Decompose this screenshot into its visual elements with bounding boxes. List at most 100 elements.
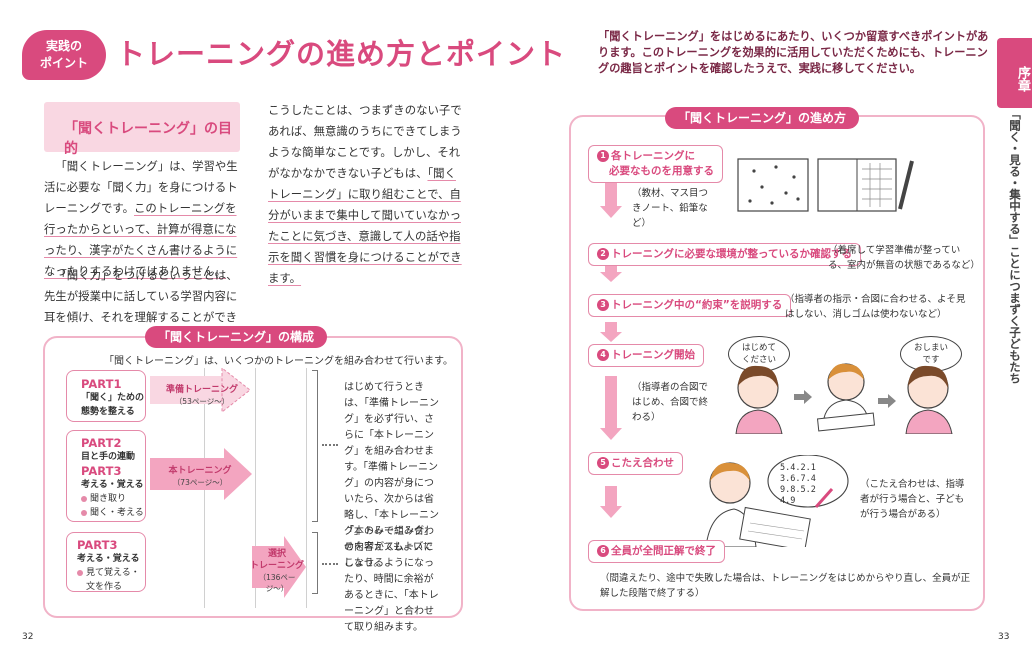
part2-desc: 目と手の連動	[81, 452, 136, 462]
chapter-title-vertical: 「聞く・見る・集中する」ことにつまずく子どもたち	[1008, 108, 1022, 384]
structure-note-2: 「本トレーニング」の内容がスムーズにこなせるようになったり、時間に余裕があるとき…	[344, 526, 439, 633]
step2-text: トレーニングに必要な環境が整っているか確認する	[611, 248, 852, 260]
dotted-connector-1	[322, 444, 338, 446]
step4-number: 4	[597, 349, 609, 361]
part3a-bullet2: 聞く・考える	[90, 508, 144, 518]
badge-line1: 実践の	[45, 39, 82, 53]
flow-heading: 「聞くトレーニング」の進め方	[665, 107, 859, 129]
speech-bubble-start: はじめて ください	[728, 336, 790, 372]
step2-note: （着席して学習準備が整っている、室内が無音の状態であるなど）	[828, 245, 980, 271]
answer-numbers: 5.4.2.1 3.6.7.4 9.8.5.2 4.9	[780, 463, 816, 507]
part3a-title: PART3	[81, 464, 122, 478]
step2-number: 2	[597, 248, 609, 260]
page-number-right: 33	[998, 632, 1010, 642]
step6-note: （間違えたり、途中で失敗した場合は、トレーニングをはじめからやり直し、全員が正解…	[600, 573, 971, 599]
purpose-p1-underline: このトレーニングを行ったからといって、計算が得意になったり、漢字がたくさん書ける…	[44, 201, 238, 278]
bullet-icon	[77, 569, 83, 576]
guide-line-2	[255, 368, 256, 608]
page-number-left: 32	[22, 632, 34, 642]
step3-note: （指導者の指示・合図に合わせる、よそ見はしない、消しゴムは使わないなど）	[785, 294, 966, 320]
bracket-2	[312, 532, 318, 594]
step1-note: （教材、マス目つきノート、鉛筆など）	[632, 188, 709, 229]
bracket-1	[312, 370, 318, 522]
part3b-box: PART3 考える・覚える 見て覚える・ 文を作る	[66, 532, 146, 592]
step6-text: 全員が全問正解で終了	[611, 545, 716, 557]
arrow2-label: 本トレーニング	[168, 466, 232, 476]
section-badge: 実践の ポイント	[22, 30, 106, 80]
answer-check-illustration	[705, 455, 849, 547]
arrow3-label2: トレーニング	[250, 561, 305, 571]
purpose-column-2: こうしたことは、つまずきのない子であれば、無意識のうちにできてしまうような簡単な…	[268, 100, 466, 302]
purpose-p3-a: こうしたことは、つまずきのない子であれば、無意識のうちにできてしまうような簡単な…	[268, 103, 462, 180]
part3b-title: PART3	[77, 538, 118, 552]
guide-line-3	[306, 368, 307, 608]
structure-note-1: はじめて行うときは、「準備トレーニング」を必ず行い、さらに「本トレーニング」を組…	[344, 382, 439, 569]
math-line2: 3.6.7.4	[780, 474, 816, 484]
step1-number: 1	[597, 150, 609, 162]
step1-line1: 各トレーニングに	[611, 150, 695, 162]
part3b-bullet1: 見て覚える・	[86, 568, 140, 578]
arrow1-label: 準備トレーニング	[165, 385, 238, 395]
step5-note: （こたえ合わせは、指導者が行う場合と、子どもが行う場合がある）	[860, 479, 965, 520]
step4-note: （指導者の合図ではじめ、合図で終わる）	[632, 382, 709, 423]
step3-text: トレーニング中の“約束”を説明する	[611, 299, 783, 311]
dotted-connector-2	[322, 563, 338, 565]
intro-text: 「聞くトレーニング」をはじめるにあたり、いくつか留意すべきポイントがあります。こ…	[598, 30, 989, 75]
flow-arrows	[600, 182, 622, 518]
arrow1-page: （53ページ〜）	[174, 397, 230, 406]
step3-number: 3	[597, 299, 609, 311]
step4-text: トレーニング開始	[611, 349, 695, 361]
chapter-tab[interactable]: 序章	[997, 38, 1032, 108]
arrow-select-training	[252, 536, 306, 598]
purpose-column-1b: 「聞く力」をつけるということは、先生が授業中に話している学習内容に耳を傾け、それ…	[44, 265, 242, 329]
purpose-p1-a: 「聞くトレーニング」は、学習や生活に必要な「聞く力」を身につけるトレーニングです…	[44, 159, 238, 215]
step5-text: こたえ合わせ	[611, 457, 674, 469]
arrow-prep-label: 準備トレーニング （53ページ〜）	[160, 384, 244, 407]
arrow-prep-training	[150, 368, 251, 412]
part3b-desc: 考える・覚える	[77, 554, 140, 564]
part1-title: PART1	[81, 377, 122, 391]
speech-bubble-end: おしまい です	[900, 336, 962, 372]
bullet-icon	[81, 509, 87, 516]
materials-illustration	[737, 158, 914, 212]
arrow3-page: （136ページ〜）	[258, 573, 296, 593]
bubble1-line2: ください	[741, 355, 776, 365]
part1-box: PART1 「聞く」ための 態勢を整える	[66, 370, 146, 422]
part3b-bullet2: 文を作る	[86, 582, 123, 592]
math-line3: 9.8.5.2	[780, 485, 816, 495]
purpose-column-1: 「聞くトレーニング」は、学習や生活に必要な「聞く力」を身につけるトレーニングです…	[44, 156, 242, 282]
part3a-desc: 考える・覚える	[81, 480, 144, 490]
arrow-main-label: 本トレーニング （73ページ〜）	[158, 465, 242, 488]
structure-intro: 「聞くトレーニング」は、いくつかのトレーニングを組み合わせて行います。	[104, 356, 453, 367]
math-line1: 5.4.2.1	[780, 463, 816, 473]
structure-heading: 「聞くトレーニング」の構成	[145, 326, 327, 348]
part1-desc2: 態勢を整える	[81, 407, 135, 417]
arrow-main-training	[150, 448, 252, 500]
purpose-p3: こうしたことは、つまずきのない子であれば、無意識のうちにできてしまうような簡単な…	[268, 100, 466, 289]
bubble2-line2: です	[922, 355, 940, 365]
step6-number: 6	[597, 545, 609, 557]
purpose-heading: 「聞くトレーニング」の目的	[64, 121, 232, 157]
purpose-heading-box: 「聞くトレーニング」の目的	[44, 102, 240, 157]
bullet-icon	[81, 495, 87, 502]
step5-number: 5	[597, 457, 609, 469]
part1-desc1: 「聞く」ための	[81, 393, 145, 403]
arrow-select-label: 選択 トレーニング （136ページ〜）	[250, 548, 304, 594]
step1-line2: 必要なものを用意する	[609, 165, 714, 177]
badge-line2: ポイント	[39, 56, 88, 70]
purpose-p3-underline: 「聞くトレーニング」に取り組むことで、自分がいままで集中して聞いていなかったこと…	[268, 166, 462, 285]
bubble1-line1: はじめて	[741, 343, 776, 353]
teacher-student-illustration	[735, 363, 953, 434]
page-title: トレーニングの進め方とポイント	[116, 37, 567, 71]
part3a-bullet1: 聞き取り	[90, 494, 127, 504]
part2-title: PART2	[81, 436, 122, 450]
arrow2-page: （73ページ〜）	[172, 478, 228, 487]
arrow3-label1: 選択	[267, 549, 286, 559]
math-line4: 4.9	[780, 496, 796, 506]
